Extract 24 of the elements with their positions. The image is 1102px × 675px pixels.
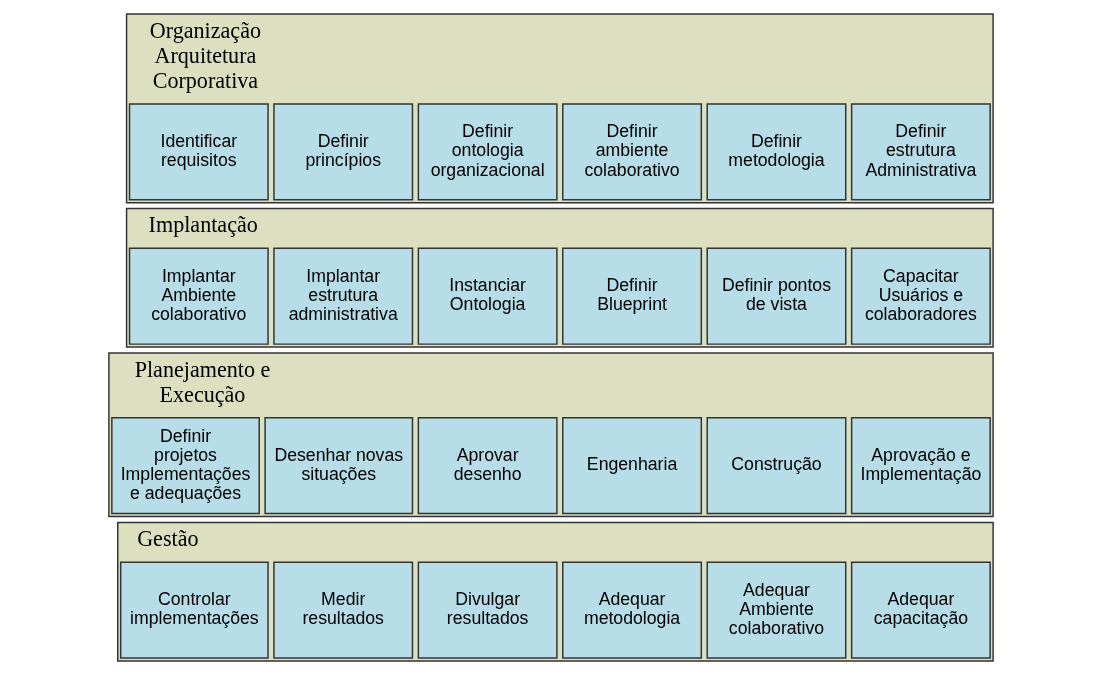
node-box: Definir metodologia <box>706 103 847 201</box>
node-box: Definir projetos Implementações e adequações <box>111 417 260 515</box>
node-box: Controlar implementações <box>119 561 269 659</box>
node-box: Definir estrutura Administrativa <box>850 103 991 201</box>
node-box: Adequar capacitação <box>850 561 991 659</box>
node-box: Implantar estrutura administrativa <box>273 247 414 345</box>
node-box: Definir princípios <box>273 103 414 201</box>
node-box: Instanciar Ontologia <box>417 247 558 345</box>
node-box: Engenharia <box>562 417 703 515</box>
node-box: Capacitar Usuários e colaboradores <box>850 247 991 345</box>
node-box: Divulgar resultados <box>417 561 558 659</box>
node-box: Aprovar desenho <box>417 417 558 515</box>
node-box: Implantar Ambiente colaborativo <box>128 247 269 345</box>
node-box: Medir resultados <box>273 561 414 659</box>
node-box: Construção <box>706 417 847 515</box>
node-box: Desenhar novas situações <box>264 417 414 515</box>
node-box: Adequar metodologia <box>562 561 703 659</box>
node-box: Definir ambiente colaborativo <box>562 103 703 201</box>
node-box: Definir ontologia organizacional <box>417 103 558 201</box>
node-box: Identificar requisitos <box>128 103 269 201</box>
node-box: Aprovação e Implementação <box>850 417 991 515</box>
node-box: Adequar Ambiente colaborativo <box>706 561 847 659</box>
node-box: Definir pontos de vista <box>706 247 847 345</box>
node-box: Definir Blueprint <box>562 247 703 345</box>
